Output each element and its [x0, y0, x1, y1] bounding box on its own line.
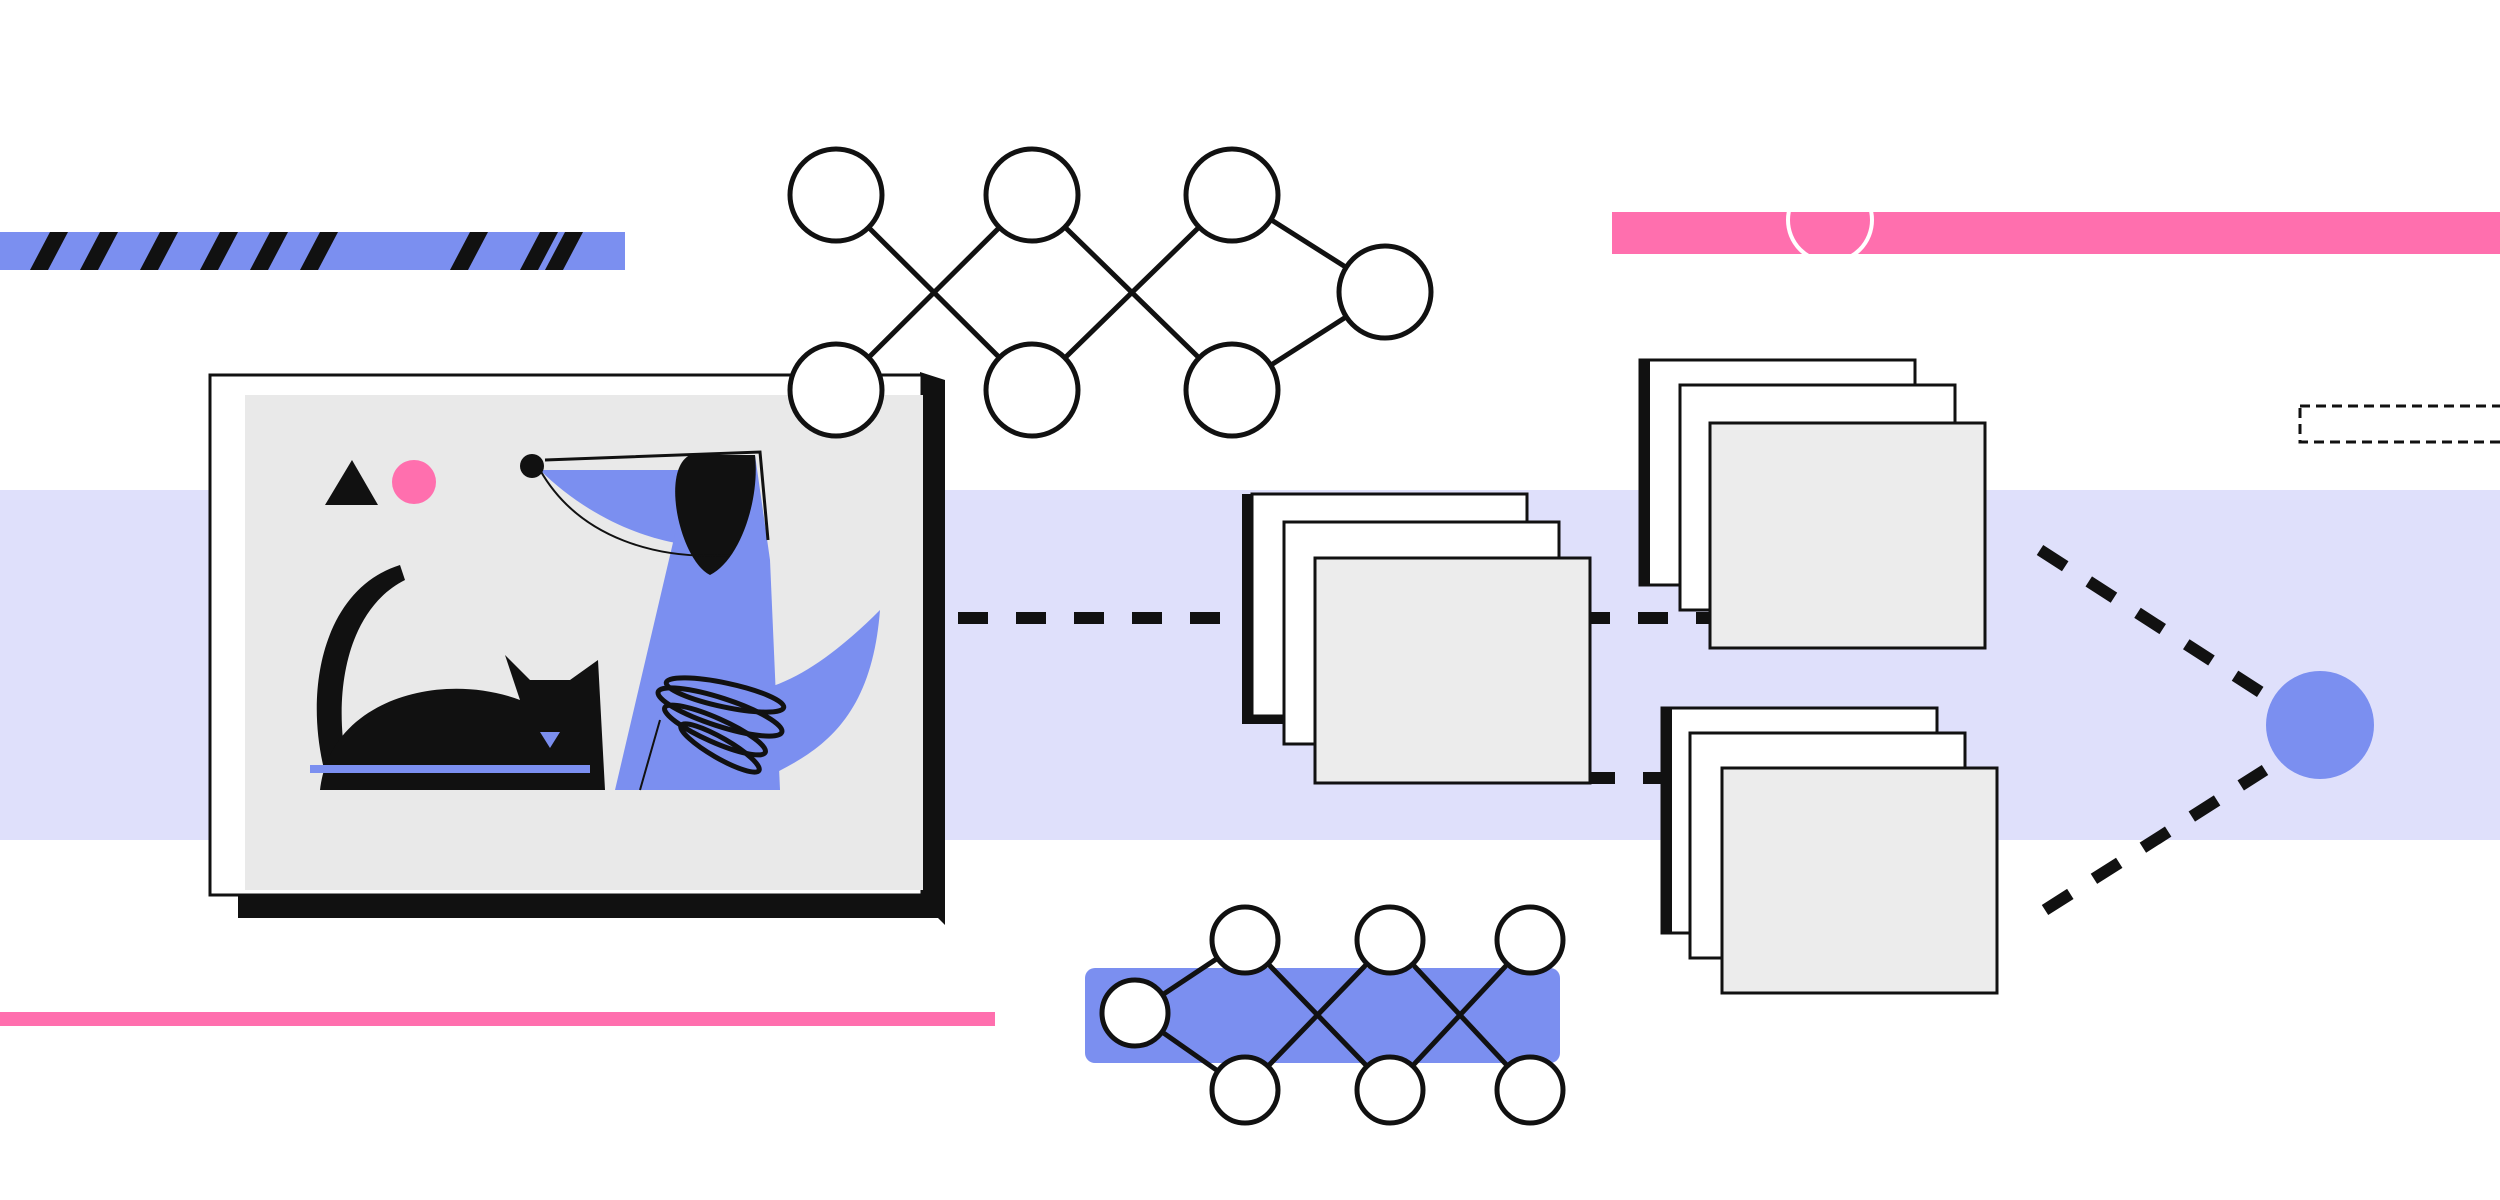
stripe-hatch-mark — [200, 232, 238, 270]
network-node — [1183, 341, 1281, 439]
stripe-hatch-mark — [30, 232, 68, 270]
stripe-hatch-mark — [250, 232, 288, 270]
stripe-hatch-mark — [450, 232, 488, 270]
output-node-icon — [2266, 671, 2374, 779]
stripe-hatch-mark — [140, 232, 178, 270]
stripe-hatch-mark — [80, 232, 118, 270]
network-node — [787, 341, 885, 439]
network-node — [1209, 904, 1281, 976]
stripe-hatch-mark — [545, 232, 583, 270]
input-photo-card — [208, 372, 945, 925]
dashed-frame-decoration — [2298, 404, 2500, 444]
bottom-network-graph-icon — [1099, 904, 1566, 1126]
stripe-ring-decoration — [1786, 176, 1874, 264]
network-node — [1494, 904, 1566, 976]
network-node — [1354, 1054, 1426, 1126]
network-node — [1336, 243, 1434, 341]
network-node — [983, 146, 1081, 244]
stripe-hatch-mark — [300, 232, 338, 270]
cat-and-dog-photo-icon — [310, 450, 880, 791]
stripe-top-left — [0, 232, 625, 270]
network-node — [1354, 904, 1426, 976]
top-network-graph-icon — [787, 146, 1434, 439]
dashed-connectors — [900, 544, 2269, 916]
feature-map-stack-upper — [1638, 358, 1987, 650]
network-node — [983, 341, 1081, 439]
network-node — [1099, 977, 1171, 1049]
network-node — [1209, 1054, 1281, 1126]
network-node — [1183, 146, 1281, 244]
stripe-bottom-left-pink — [0, 1012, 995, 1026]
network-node — [1494, 1054, 1566, 1126]
feature-map-stack-lower — [1660, 706, 1999, 995]
network-node — [787, 146, 885, 244]
stripe-top-right-pink — [1612, 212, 2500, 254]
feature-map-stack-middle — [1242, 492, 1592, 785]
stripe-hatch-mark — [520, 232, 558, 270]
